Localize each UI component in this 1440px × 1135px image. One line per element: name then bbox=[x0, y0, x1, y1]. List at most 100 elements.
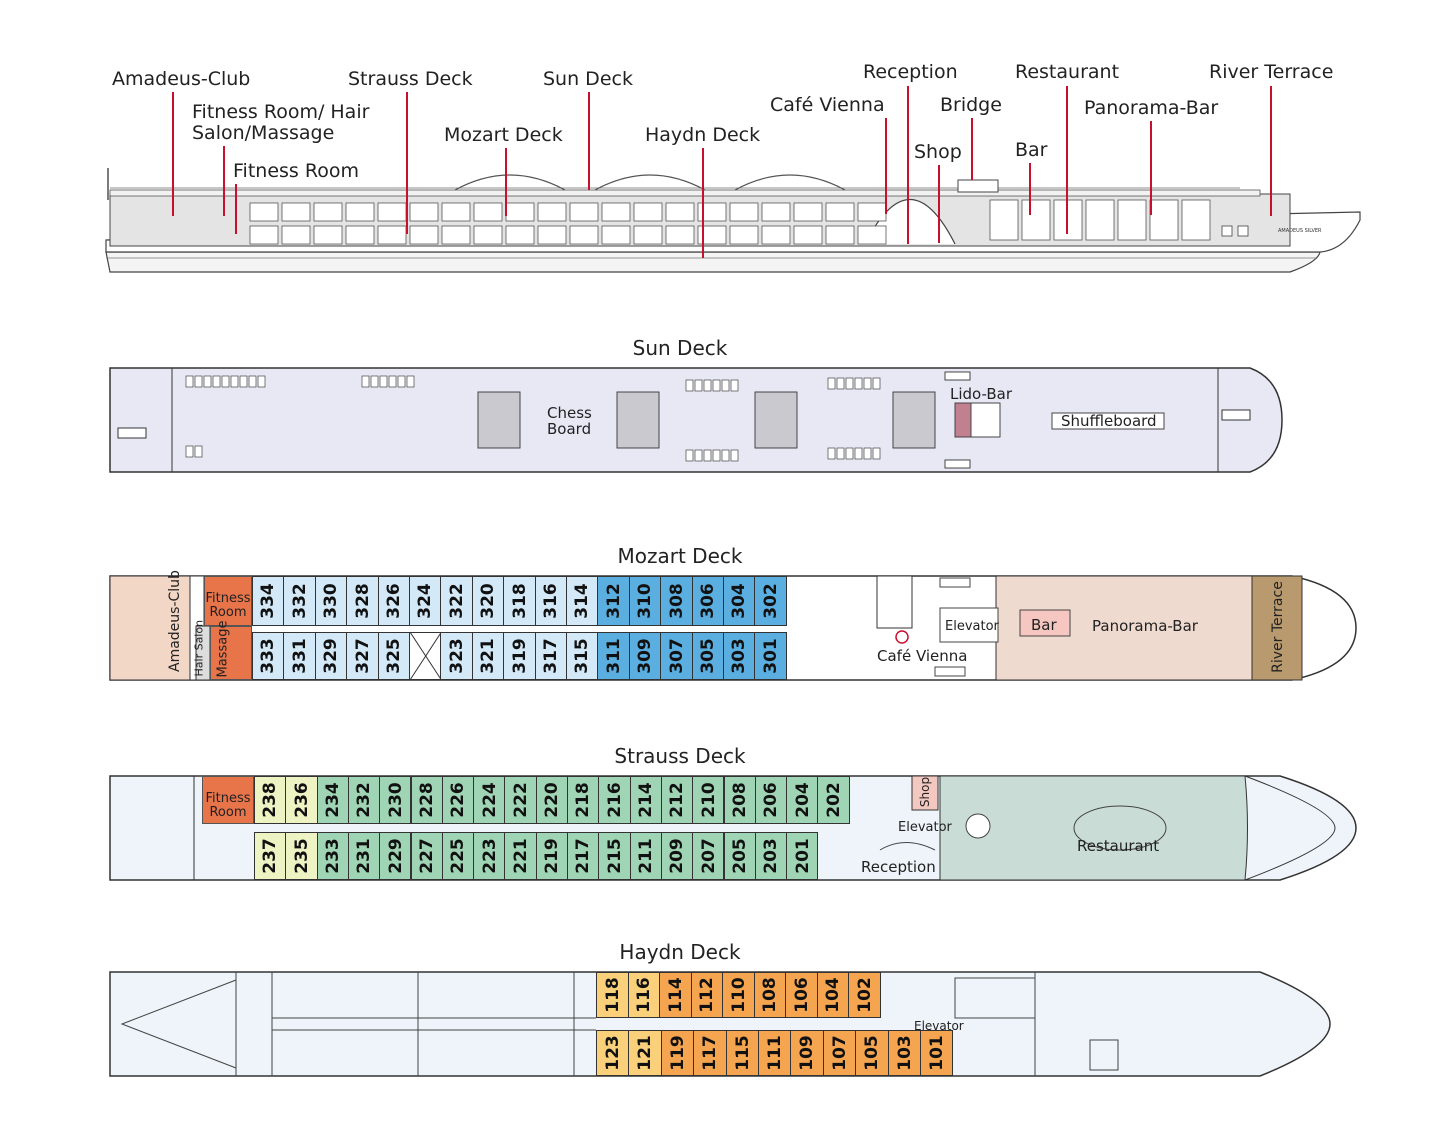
profile-window bbox=[989, 199, 1019, 241]
strauss-shop-label: Shop bbox=[918, 776, 932, 808]
sun-lounger bbox=[397, 375, 406, 388]
cabin-number: 329 bbox=[321, 638, 341, 674]
cabin-306: 306 bbox=[691, 576, 724, 626]
sun-lounger bbox=[221, 375, 230, 388]
cabin-number: 115 bbox=[732, 1035, 753, 1071]
profile-window bbox=[569, 202, 599, 222]
profile-window bbox=[377, 202, 407, 222]
cabin-number: 306 bbox=[697, 583, 718, 619]
profile-window bbox=[1117, 199, 1147, 241]
sun-lounger bbox=[230, 375, 239, 388]
cabin-number: 212 bbox=[667, 782, 688, 818]
cabin-324: 324 bbox=[409, 576, 442, 626]
cabin-number: 214 bbox=[635, 782, 656, 818]
leader-strauss-deck bbox=[406, 92, 408, 234]
cabin-number: 109 bbox=[797, 1035, 818, 1071]
cabin-103: 103 bbox=[887, 1030, 921, 1076]
cabin-216: 216 bbox=[598, 776, 631, 824]
profile-window bbox=[281, 202, 311, 222]
cabin-235: 235 bbox=[285, 832, 318, 880]
profile-window bbox=[345, 225, 375, 245]
haydn-deck-title: Haydn Deck bbox=[619, 940, 741, 964]
leader-haydn-deck bbox=[702, 148, 704, 258]
cabin-number: 330 bbox=[321, 583, 341, 619]
ship-profile-drawing: AMADEUS SILVER bbox=[105, 168, 1361, 273]
cabin-number: 118 bbox=[602, 977, 623, 1013]
profile-window bbox=[313, 202, 343, 222]
cabin-119: 119 bbox=[660, 1030, 695, 1076]
cabin-224: 224 bbox=[473, 776, 506, 824]
leader-sun-deck bbox=[588, 92, 590, 190]
profile-window bbox=[633, 202, 663, 222]
profile-window bbox=[1021, 199, 1051, 241]
cabin-333: 333 bbox=[252, 632, 285, 680]
cabin-229: 229 bbox=[379, 832, 412, 880]
cabin-number: 111 bbox=[764, 1035, 785, 1071]
cabin-228: 228 bbox=[410, 776, 443, 824]
sun-lounger bbox=[730, 449, 739, 462]
profile-window bbox=[441, 225, 471, 245]
haydn-elevator-label: Elevator bbox=[914, 1019, 964, 1033]
profile-window bbox=[761, 202, 791, 222]
cabin-number: 223 bbox=[479, 838, 500, 874]
cabin-202: 202 bbox=[817, 776, 850, 824]
cabin-number: 102 bbox=[854, 977, 875, 1013]
label-strauss-deck: Strauss Deck bbox=[348, 68, 473, 90]
profile-window bbox=[249, 225, 279, 245]
profile-window bbox=[825, 225, 855, 245]
sun-lounger bbox=[836, 447, 845, 460]
profile-window bbox=[505, 225, 535, 245]
mozart-panorama-bar-label: Panorama-Bar bbox=[1092, 617, 1198, 635]
label-river-terrace: River Terrace bbox=[1209, 61, 1334, 83]
label-fitness-hair-massage: Fitness Room/ Hair Salon/Massage bbox=[192, 101, 370, 144]
sun-lounger bbox=[685, 449, 694, 462]
cabin-number: 119 bbox=[667, 1035, 688, 1071]
sun-lounger bbox=[185, 445, 194, 458]
sun-lounger bbox=[845, 377, 854, 390]
sun-lounger bbox=[854, 447, 863, 460]
profile-window bbox=[729, 225, 759, 245]
profile-window bbox=[441, 202, 471, 222]
profile-window bbox=[857, 202, 887, 222]
cabin-number: 318 bbox=[509, 583, 530, 619]
cabin-102: 102 bbox=[848, 972, 881, 1018]
cabin-303: 303 bbox=[723, 632, 756, 680]
cabin-121: 121 bbox=[628, 1030, 662, 1076]
cabin-number: 331 bbox=[289, 638, 310, 674]
sun-lounger bbox=[730, 379, 739, 392]
cabin-number: 235 bbox=[291, 838, 312, 874]
cabin-number: 317 bbox=[540, 638, 561, 674]
cabin-number: 228 bbox=[416, 782, 437, 818]
label-restaurant: Restaurant bbox=[1015, 61, 1120, 83]
profile-window bbox=[345, 202, 375, 222]
sun-lounger bbox=[827, 377, 836, 390]
sun-lounger bbox=[406, 375, 415, 388]
cabin-112: 112 bbox=[690, 972, 723, 1018]
profile-window bbox=[1053, 199, 1083, 241]
cabin-number: 225 bbox=[447, 838, 468, 874]
cabin-205: 205 bbox=[723, 832, 756, 880]
cabin-number: 302 bbox=[760, 583, 781, 619]
sun-lounger bbox=[194, 375, 203, 388]
cabin-number: 117 bbox=[699, 1035, 720, 1071]
cabin-237: 237 bbox=[254, 832, 287, 880]
cabin-number: 202 bbox=[823, 782, 844, 818]
cabin-number: 232 bbox=[354, 782, 375, 818]
sun-lounger bbox=[712, 379, 721, 392]
strauss-fitness-label: Fitness Room bbox=[205, 791, 251, 820]
cabin-225: 225 bbox=[441, 832, 475, 880]
cabin-number: 234 bbox=[322, 782, 343, 818]
lido-bar-label: Lido-Bar bbox=[950, 385, 1013, 403]
cabin-number: 222 bbox=[510, 782, 531, 818]
cabin-number: 203 bbox=[760, 838, 781, 874]
cabin-320: 320 bbox=[471, 576, 505, 626]
cabin-number: 323 bbox=[446, 638, 467, 674]
cabin-230: 230 bbox=[379, 776, 412, 824]
cabin-233: 233 bbox=[316, 832, 349, 880]
cabin-number: 308 bbox=[666, 583, 687, 619]
cabin-number: 103 bbox=[894, 1035, 915, 1071]
cabin-331: 331 bbox=[283, 632, 316, 680]
cabin-312: 312 bbox=[597, 576, 630, 626]
leader-bar bbox=[1029, 163, 1031, 215]
cabin-221: 221 bbox=[504, 832, 537, 880]
